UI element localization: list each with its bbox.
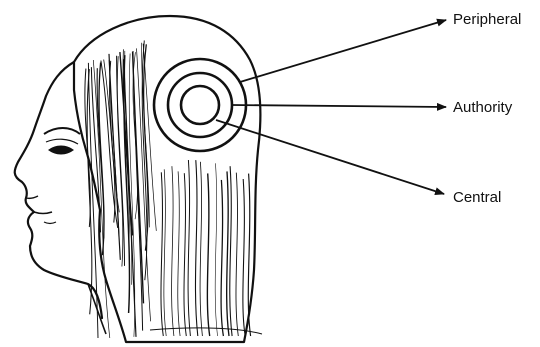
arrow-authority — [232, 105, 446, 107]
eyebrow — [44, 128, 80, 134]
label-authority: Authority — [453, 100, 512, 115]
label-central: Central — [453, 190, 501, 205]
arrow-peripheral — [240, 20, 446, 82]
eye — [48, 146, 74, 155]
inner-circle — [181, 86, 219, 124]
label-peripheral: Peripheral — [453, 12, 521, 27]
